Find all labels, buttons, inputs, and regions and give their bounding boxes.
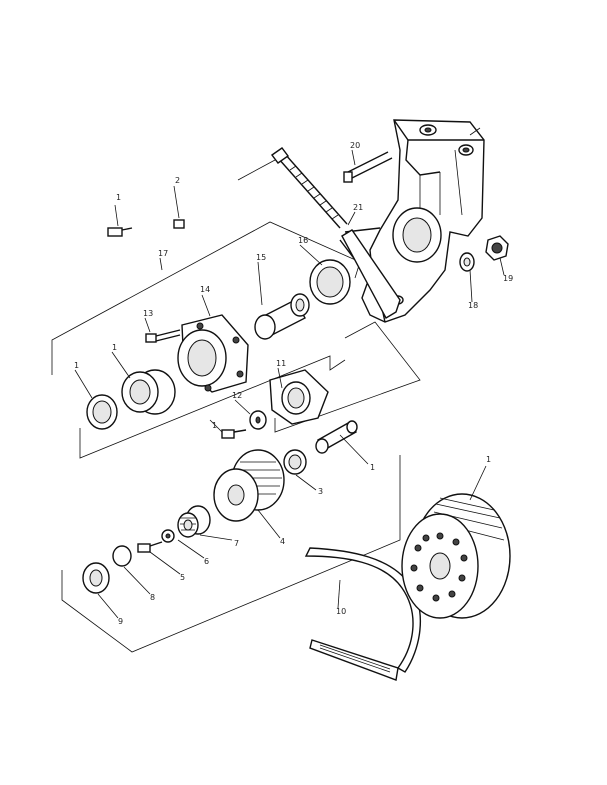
callout-16: 16 — [298, 236, 308, 245]
lower-assembly-bracket — [61, 455, 401, 653]
callout-3: 3 — [318, 487, 323, 496]
cap-screw — [221, 429, 247, 439]
callout-10: 10 — [336, 607, 346, 616]
crank-pulley — [401, 493, 511, 619]
shaft-seal — [283, 449, 307, 475]
serpentine-belt — [304, 547, 422, 681]
callout-14: 14 — [200, 285, 210, 294]
callout-5: 5 — [180, 573, 185, 582]
snap-ring — [112, 545, 132, 567]
flange-plate — [269, 369, 329, 425]
callout-7: 7 — [234, 539, 239, 548]
retaining-cup — [309, 259, 351, 305]
callout-1b: 1 — [370, 463, 375, 472]
leader-lines — [74, 127, 505, 619]
spacer-sleeve — [254, 293, 310, 340]
seal-ring — [86, 394, 118, 430]
callout-6: 6 — [204, 557, 209, 566]
dust-cap — [82, 562, 110, 594]
callout-2: 2 — [175, 176, 180, 185]
callout-18: 18 — [468, 301, 478, 310]
housing-bolt — [145, 329, 181, 343]
bearing-housing — [177, 314, 249, 393]
callout-20: 20 — [350, 141, 360, 150]
hex-bolt — [343, 151, 393, 183]
pulley-group-bracket — [274, 321, 421, 433]
callout-4: 4 — [280, 537, 285, 546]
callout-1c: 1 — [212, 421, 217, 430]
grooved-pulley — [213, 449, 285, 522]
small-nut — [173, 219, 185, 229]
callout-9: 9 — [118, 617, 123, 626]
drive-shaft — [315, 420, 358, 454]
callout-1f: 1 — [116, 193, 121, 202]
callout-labels: 1 1 1 1 1 1 2 3 4 5 6 7 8 9 10 11 12 13 … — [74, 141, 513, 626]
splined-hub — [177, 505, 211, 538]
callout-1e: 1 — [112, 343, 117, 352]
callout-1d: 1 — [74, 361, 79, 370]
callout-8: 8 — [150, 593, 155, 602]
long-bolt — [271, 147, 348, 229]
mounting-bracket — [339, 119, 485, 323]
small-screw — [107, 227, 133, 237]
callout-11: 11 — [276, 359, 286, 368]
pulley-bolt — [137, 541, 163, 553]
callout-15: 15 — [256, 253, 266, 262]
belt-strap — [341, 229, 401, 319]
callout-12: 12 — [232, 391, 242, 400]
upper-assembly-bracket-lower — [79, 355, 346, 459]
callout-13: 13 — [143, 309, 153, 318]
callout-17: 17 — [158, 249, 168, 258]
callout-19: 19 — [503, 274, 513, 283]
hex-nut — [485, 235, 509, 261]
callout-1a: 1 — [486, 455, 491, 464]
bearing — [121, 369, 176, 415]
callout-21: 21 — [353, 203, 363, 212]
